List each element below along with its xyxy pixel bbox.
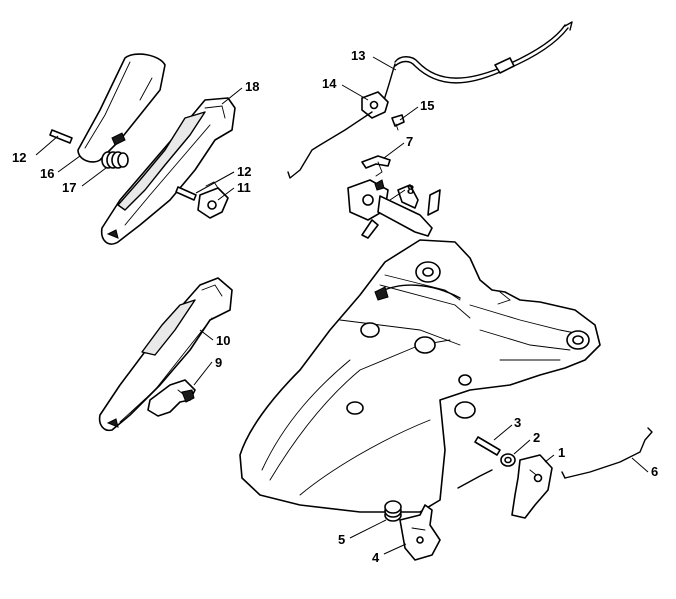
- callout-5: 5: [338, 532, 345, 547]
- housing-part: [239, 239, 601, 513]
- callout-11: 11: [237, 180, 251, 195]
- callout-15: 15: [420, 98, 434, 113]
- lock-lever-part: [197, 181, 229, 219]
- trigger-interlock-part: [147, 379, 196, 417]
- callout-12-left: 12: [12, 150, 26, 165]
- handle-cover-part: [77, 53, 166, 163]
- callout-14: 14: [322, 76, 337, 91]
- callout-4: 4: [372, 550, 380, 565]
- rear-handle-molding-part: [98, 277, 233, 432]
- callout-18: 18: [245, 79, 259, 94]
- callout-9: 9: [215, 355, 222, 370]
- torsion-spring-part: [384, 500, 402, 522]
- callout-13: 13: [351, 48, 365, 63]
- callout-10: 10: [216, 333, 230, 348]
- throttle-rod-part: [561, 427, 653, 479]
- roll-pin-right-part: [175, 186, 197, 201]
- cable-bracket-part: [361, 91, 389, 119]
- spring-wire-part: [457, 469, 493, 489]
- callout-8: 8: [407, 182, 414, 197]
- compression-spring-part: [101, 151, 129, 169]
- leader-lines: [35, 56, 649, 555]
- upper-linkage-rod-part: [287, 111, 373, 179]
- callout-7: 7: [406, 134, 413, 149]
- callout-12-right: 12: [237, 164, 251, 179]
- roll-pin-left-part: [49, 129, 73, 144]
- lever-assembly-part: [399, 504, 441, 561]
- callout-2: 2: [533, 430, 540, 445]
- callout-16: 16: [40, 166, 54, 181]
- spring-ring-part: [500, 453, 516, 467]
- trigger-lever-part: [511, 454, 553, 519]
- throttle-cable-part: [379, 21, 573, 111]
- callout-1: 1: [558, 445, 565, 460]
- clip-part: [361, 155, 391, 177]
- callout-3: 3: [514, 415, 521, 430]
- handle-molding-part: [100, 97, 236, 245]
- screw-part: [391, 114, 405, 131]
- pin-part: [474, 436, 501, 456]
- callout-labels: 1 2 3 4 5 6 7 8 9 10 11 12 12 13 14 15 1…: [12, 48, 658, 565]
- callout-17: 17: [62, 180, 76, 195]
- shaft-assembly-part: [347, 179, 441, 239]
- callout-6: 6: [651, 464, 658, 479]
